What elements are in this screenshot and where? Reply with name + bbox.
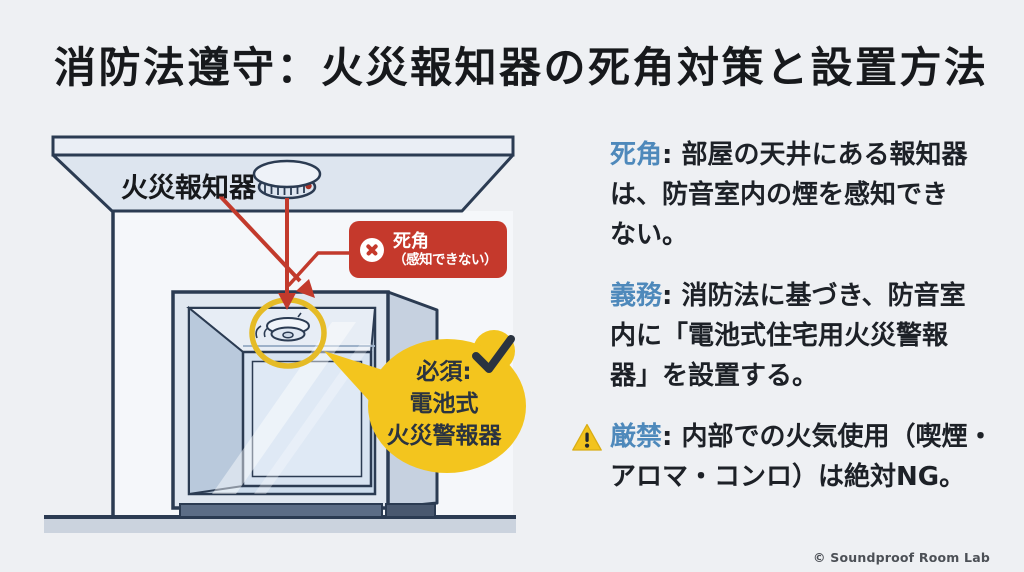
ceiling-band — [51, 135, 515, 157]
note-keyword: 厳禁 — [610, 422, 663, 452]
credit-text: © Soundproof Room Lab — [813, 550, 990, 565]
ceiling-alarm-label: 火災報知器 — [121, 173, 256, 204]
note-body: : 内部での火気使用（喫煙・ アロマ・コンロ）は絶対NG。 — [610, 422, 994, 492]
badge-title: 死角 — [393, 231, 429, 252]
glass-reflection — [254, 344, 372, 494]
x-circle-icon — [360, 237, 384, 262]
note-keyword: 死角 — [610, 140, 663, 170]
glass-reflection — [212, 322, 356, 494]
note-body: : 消防法に基づき、防音室 内に「電池式住宅用火災警報 器」を設置する。 — [610, 281, 966, 391]
note-body: : 部屋の天井にある報知器 は、防音室内の煙を感知でき ない。 — [610, 140, 968, 250]
badge-subtitle: （感知できない） — [393, 252, 498, 268]
required-bubble-text: 必須: 電池式 火災警報器 — [386, 359, 502, 449]
page-title: 消防法遵守：火災報知器の死角対策と設置方法 — [54, 43, 989, 92]
blind-spot-badge: 死角 （感知できない） — [349, 221, 507, 278]
booth-base — [179, 503, 383, 518]
interior-alarm-icon — [255, 312, 310, 342]
required-callout-bubble — [324, 330, 526, 473]
blind-spot-arrows — [218, 194, 351, 310]
floor-band — [44, 517, 516, 533]
note-blind-spot: 死角: 部屋の天井にある報知器 は、防音室内の煙を感知でき ない。 — [570, 135, 1010, 255]
soundproof-booth — [171, 290, 439, 518]
warning-icon — [572, 423, 602, 451]
note-prohibited: 厳禁: 内部での火気使用（喫煙・ アロマ・コンロ）は絶対NG。 — [570, 417, 1010, 497]
booth-base-side — [385, 503, 436, 518]
ceiling-smoke-detector-icon — [252, 159, 322, 200]
note-obligation: 義務: 消防法に基づき、防音室 内に「電池式住宅用火災警報 器」を設置する。 — [570, 276, 1010, 396]
booth-inner-door-pane — [251, 360, 363, 478]
notes-list: 死角: 部屋の天井にある報知器 は、防音室内の煙を感知でき ない。 義務: 消防… — [570, 135, 1010, 518]
check-icon — [472, 335, 515, 373]
note-keyword: 義務 — [610, 281, 663, 311]
